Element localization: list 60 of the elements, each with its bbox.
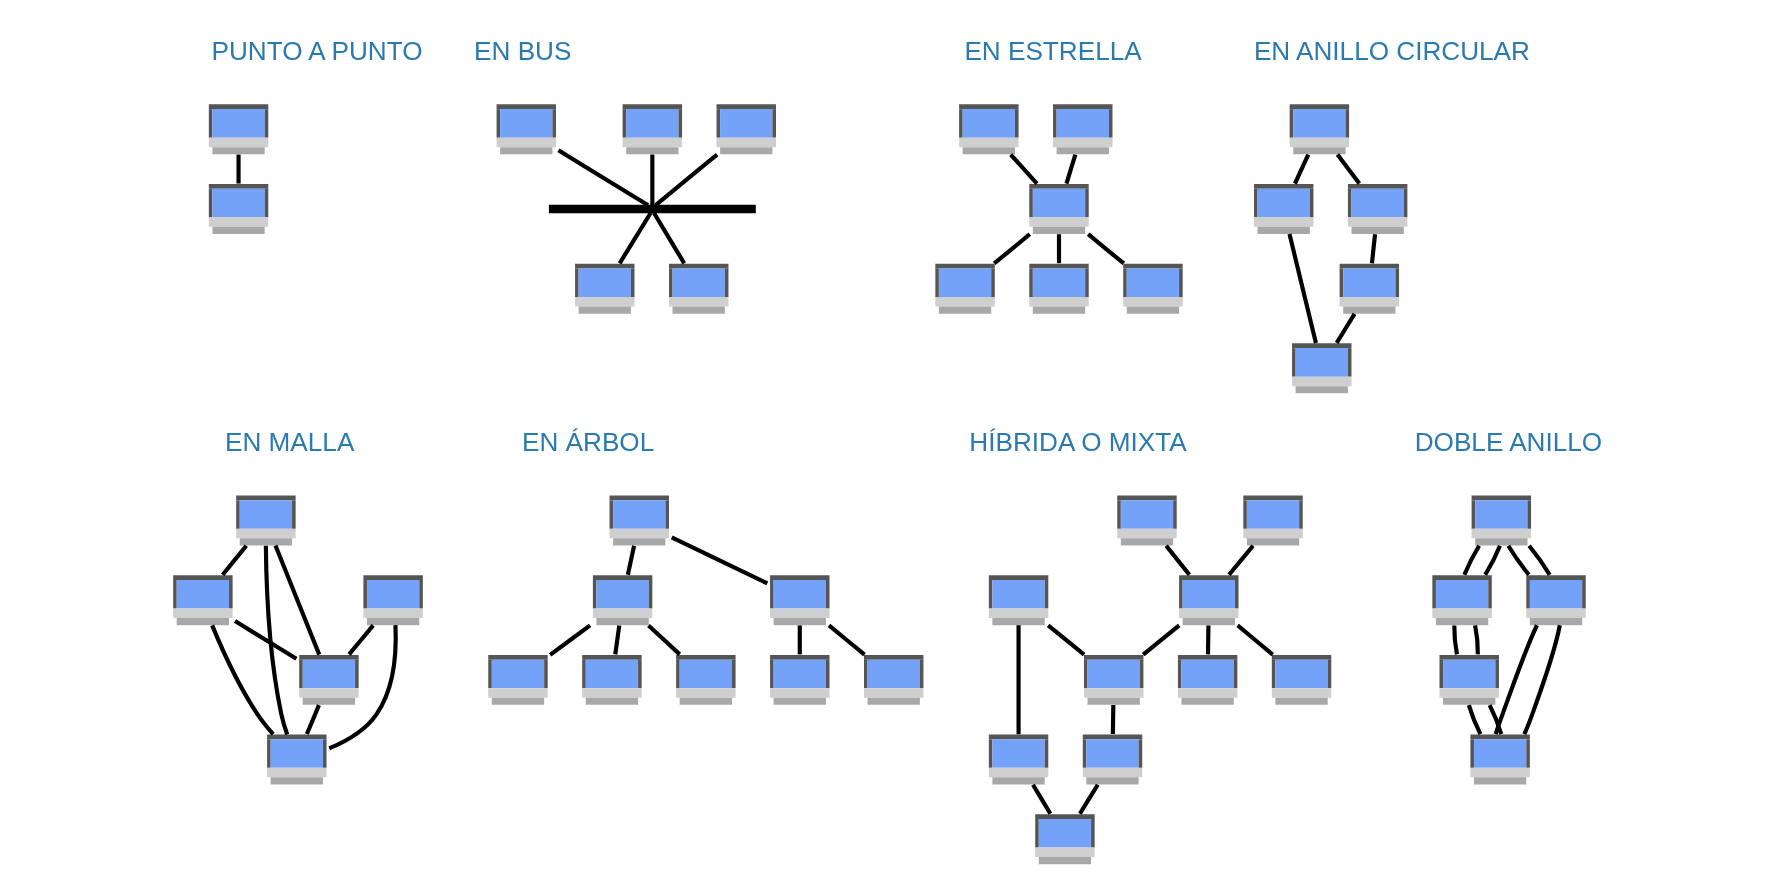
- connector: [1451, 625, 1459, 655]
- connector: [220, 544, 248, 577]
- connector: [653, 152, 718, 207]
- connector: [1493, 624, 1539, 735]
- connector: [797, 625, 802, 655]
- connector: [1235, 623, 1274, 657]
- connector: [646, 623, 681, 656]
- connector: [992, 232, 1031, 266]
- connector: [347, 624, 375, 656]
- connector: [1369, 234, 1377, 264]
- connector: [1466, 704, 1482, 735]
- label: EN ESTRELLA: [963, 35, 1142, 66]
- connector: [1226, 544, 1255, 577]
- connector: [651, 211, 686, 265]
- connector: [625, 545, 636, 576]
- connector: [1292, 153, 1310, 185]
- connector: [612, 625, 621, 655]
- connector: [1487, 704, 1503, 735]
- connector: [670, 535, 768, 586]
- connector: [1056, 234, 1061, 264]
- connector: [548, 623, 591, 657]
- connector: [304, 704, 321, 735]
- label: EN MALLA: [224, 427, 354, 458]
- connector: [1472, 625, 1480, 655]
- connector: [1030, 783, 1052, 815]
- connector: [1527, 544, 1551, 576]
- connector: [1141, 623, 1181, 657]
- connector: [263, 545, 289, 736]
- node-bar: [548, 204, 756, 214]
- connector: [1334, 312, 1356, 344]
- label: HÍBRIDA O MIXTA: [968, 427, 1187, 458]
- label: DOBLE ANILLO: [1414, 427, 1602, 458]
- label: EN ANILLO CIRCULAR: [1253, 35, 1530, 66]
- connector: [1205, 625, 1210, 655]
- connector: [273, 544, 321, 656]
- connector: [1286, 233, 1318, 344]
- connector: [1008, 153, 1038, 185]
- connector: [233, 619, 297, 661]
- label: PUNTO A PUNTO: [210, 35, 423, 66]
- connector: [1461, 544, 1481, 576]
- connector: [1335, 153, 1361, 185]
- connector: [1110, 705, 1115, 735]
- label: EN ÁRBOL: [521, 427, 654, 458]
- connector: [649, 154, 654, 206]
- connector: [1521, 624, 1562, 736]
- connector: [1482, 544, 1502, 576]
- connector: [209, 624, 275, 736]
- connector: [617, 211, 653, 265]
- label: EN BUS: [473, 35, 571, 66]
- connector: [1506, 544, 1530, 577]
- connector: [327, 625, 398, 751]
- connector: [1046, 623, 1085, 657]
- connector: [556, 148, 649, 207]
- connector: [1164, 544, 1191, 577]
- connector: [1016, 625, 1021, 735]
- connector: [827, 623, 866, 657]
- connector: [1086, 232, 1125, 266]
- connector: [236, 154, 241, 184]
- connector: [1077, 783, 1099, 815]
- connector: [1063, 153, 1077, 185]
